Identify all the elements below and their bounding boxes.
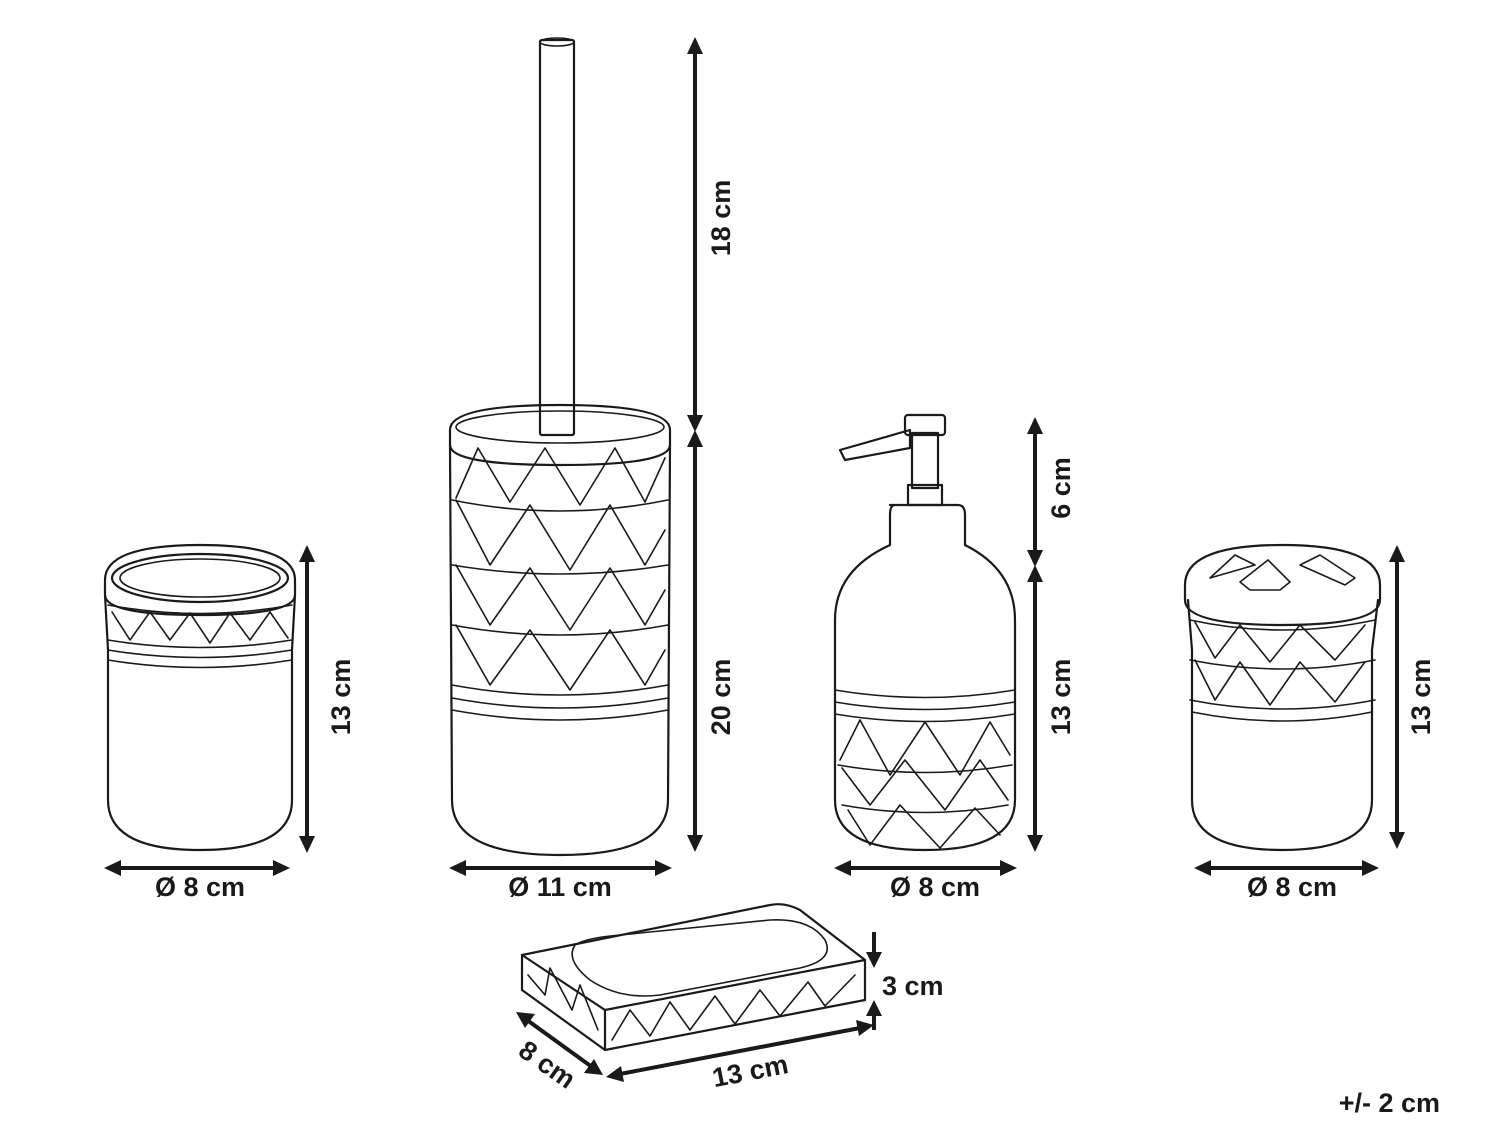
soap-dispenser-drawing xyxy=(833,413,1017,852)
brush-handle-height-label: 18 cm xyxy=(706,180,736,257)
tolerance-label: +/- 2 cm xyxy=(1339,1088,1440,1118)
toilet-brush-drawing xyxy=(448,37,672,857)
brush-holder-diameter-label: Ø 11 cm xyxy=(508,872,612,902)
soap-dish-drawing xyxy=(520,903,867,1052)
toothbrush-holder-drawing xyxy=(1183,543,1382,852)
pump-height-label: 6 cm xyxy=(1046,457,1076,519)
tumbler-drawing xyxy=(103,543,297,852)
soap-dish-width-label: 8 cm xyxy=(513,1035,581,1095)
dimension-arrows xyxy=(104,37,1405,1082)
tumbler-height-label: 13 cm xyxy=(326,659,356,736)
toothbrush-holder-height-label: 13 cm xyxy=(1406,659,1436,736)
dispenser-diameter-label: Ø 8 cm xyxy=(890,872,980,902)
tumbler-diameter-label: Ø 8 cm xyxy=(155,872,245,902)
dispenser-height-label: 13 cm xyxy=(1046,659,1076,736)
brush-holder-height-label: 20 cm xyxy=(706,659,736,736)
toothbrush-holder-diameter-label: Ø 8 cm xyxy=(1247,872,1337,902)
soap-dish-height-label: 3 cm xyxy=(882,971,944,1001)
